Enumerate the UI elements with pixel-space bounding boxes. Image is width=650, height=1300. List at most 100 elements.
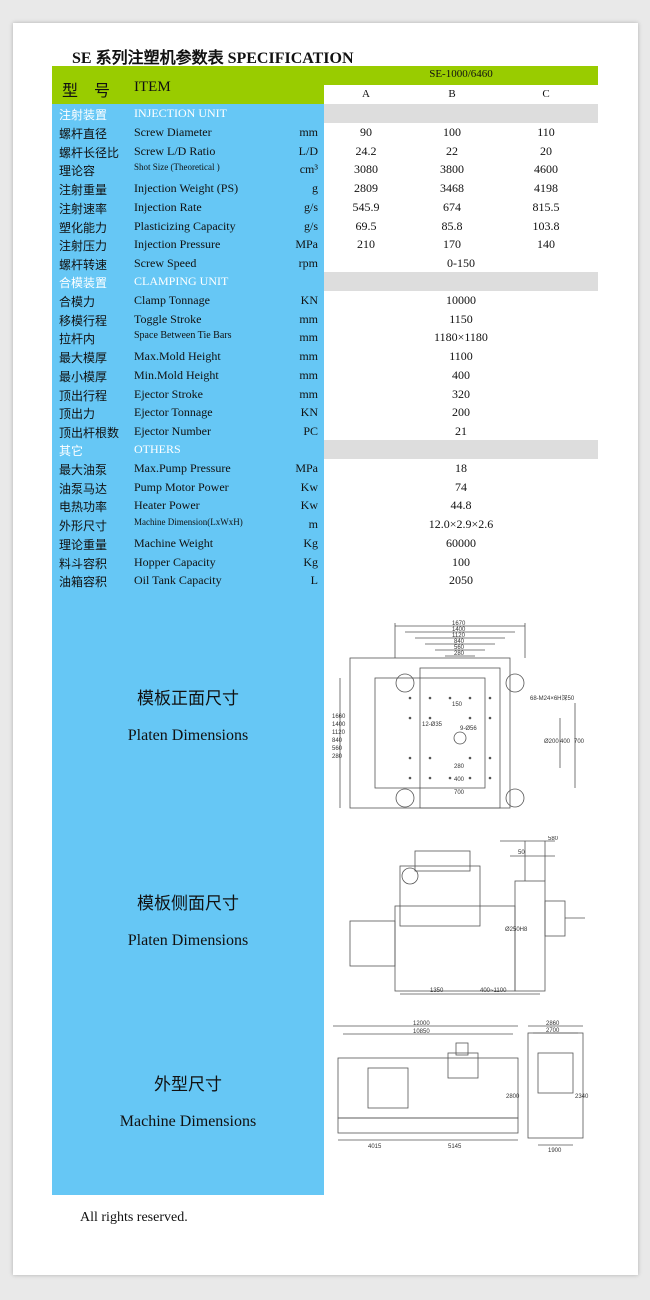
machine-dim-right: 5145: [448, 1144, 462, 1150]
row-label-zh: 外形尺寸: [59, 519, 108, 534]
cell-b: 85.8: [441, 218, 463, 233]
row-label-en: Screw L/D Ratio: [134, 143, 216, 158]
platen-side-drawing: 580 50 Ø250H8 1350 400~1100: [349, 836, 585, 995]
dim-top-2: 1120: [452, 633, 466, 639]
header-col-a: A: [362, 88, 370, 100]
cell-value: 44.8: [450, 498, 472, 513]
row-unit: Kg: [303, 535, 318, 550]
cell-c: 4600: [534, 162, 558, 177]
cell-c: 20: [540, 143, 552, 158]
row-unit: Kw: [300, 498, 318, 513]
cell-a: 69.5: [355, 218, 377, 233]
table-row-screw-speed: 螺杆转速 Screw Speed rpm 0-150: [59, 256, 475, 272]
row-unit: KN: [300, 293, 318, 307]
machine-dim-w1: 2860: [546, 1021, 560, 1027]
row-label-en: Ejector Tonnage: [134, 405, 213, 420]
dim-side-3: 840: [332, 738, 343, 744]
side-dim-d: 1350: [430, 988, 444, 994]
cell-value: 18: [455, 461, 467, 475]
row-unit: mm: [299, 367, 318, 382]
cell-a: 545.9: [352, 199, 380, 214]
dim-top-4: 560: [454, 645, 465, 651]
side-dim-c: Ø250H8: [505, 927, 528, 933]
cell-b: 100: [443, 125, 461, 139]
dim-top-0: 1670: [452, 621, 466, 627]
cell-b: 170: [443, 237, 461, 252]
dim-top-3: 840: [454, 639, 465, 645]
row-label-en: Clamp Tonnage: [134, 293, 210, 307]
row-label-en: Toggle Stroke: [134, 311, 202, 326]
row-label-zh: 顶出力: [59, 407, 96, 422]
row-label-zh: 最大油泵: [59, 463, 108, 477]
row-unit: Kw: [300, 479, 318, 494]
cell-value: 10000: [446, 293, 476, 307]
machine-dimensions-drawing: 12000 10850 2800 4015 5145 2860 2700 234…: [333, 1021, 589, 1153]
cell-b: 22: [446, 143, 458, 158]
side-dim-e: 400~1100: [480, 988, 507, 994]
cell-value: 1180×1180: [434, 330, 488, 345]
row-unit: g/s: [303, 199, 318, 214]
platen-front-drawing: 1670 1400 1120 840 560 280 150 12-Ø35 9-…: [332, 621, 585, 809]
row-unit: g/s: [303, 218, 318, 233]
row-label-en: Ejector Number: [134, 423, 211, 438]
table-row: 油泵马达 Pump Motor Power Kw 74: [0, 478, 650, 497]
section-bar-injection: [324, 104, 598, 123]
row-label-en: Pump Motor Power: [134, 479, 229, 494]
row-label-zh: 最小模厚: [59, 369, 108, 384]
row-label-zh: 油箱容积: [59, 575, 108, 590]
platen-side-label: 模板侧面尺寸 Platen Dimensions: [127, 894, 249, 949]
cell-value: 21: [455, 423, 467, 438]
cell-c: 110: [537, 125, 555, 139]
row-label-zh: 注射压力: [59, 239, 108, 254]
cell-b: 3468: [440, 181, 464, 196]
row-unit: L/D: [298, 143, 318, 158]
row-label-en: Max.Pump Pressure: [134, 461, 231, 475]
footer-copyright: All rights reserved.: [80, 1210, 188, 1225]
side-dim-a: 580: [548, 836, 559, 842]
section-bar-others: [324, 440, 598, 459]
cell-b: 3800: [440, 162, 464, 177]
dim-top-5: 280: [454, 651, 465, 657]
label-column: [52, 66, 324, 1195]
row-label-en: Machine Dimension(LxWxH): [134, 517, 243, 528]
cell-value: 1150: [449, 311, 473, 326]
row-label-zh: 拉杆内: [59, 332, 96, 347]
dim-side-1: 1400: [332, 722, 346, 728]
row-unit: cm³: [299, 162, 318, 177]
cell-value: 1100: [449, 349, 473, 364]
row-unit: mm: [299, 125, 318, 139]
section-clamping: 合模装置 CLAMPING UNIT: [59, 274, 229, 290]
row-label-zh: 注射重量: [59, 183, 108, 198]
row-unit: mm: [299, 386, 318, 401]
row-label-zh: 螺杆直径: [59, 127, 108, 141]
machine-dim-inner: 10850: [413, 1029, 430, 1035]
row-label-en: Shot Size (Theoretical ): [134, 162, 220, 173]
machine-dim-h2: 2340: [575, 1094, 589, 1100]
row-label-en: Screw Diameter: [134, 125, 212, 139]
row-unit: PC: [303, 423, 318, 438]
header-col-b: B: [448, 88, 456, 100]
cell-a: 210: [357, 237, 375, 252]
cell-c: 103.8: [532, 218, 560, 233]
header-model-cell: [324, 66, 598, 85]
cell-value: 74: [455, 479, 467, 494]
cell-value: 200: [452, 405, 470, 420]
row-label-zh: 油泵马达: [59, 481, 108, 496]
dim-inner-2: 9-Ø56: [460, 726, 477, 732]
dim-side-5: 280: [332, 754, 343, 760]
row-unit: MPa: [295, 237, 318, 252]
machine-dim-w2: 2700: [546, 1028, 560, 1034]
row-label-zh: 顶出杆根数: [59, 425, 120, 440]
